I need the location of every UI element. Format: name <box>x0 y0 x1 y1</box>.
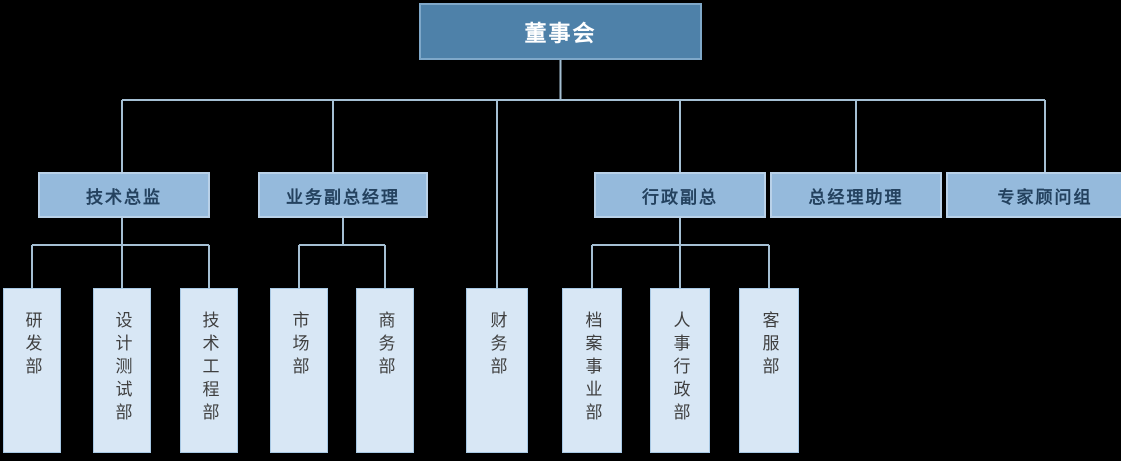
node-admin-deputy-label: 行政副总 <box>642 187 718 207</box>
node-gm-assistant: 总经理助理 <box>770 172 942 218</box>
node-rd-dept-label: 研发部 <box>22 311 42 380</box>
node-board-of-directors-label: 董事会 <box>524 20 597 46</box>
node-customer-service-dept-label: 客服部 <box>759 311 779 380</box>
node-hr-admin-dept: 人事行政部 <box>650 288 710 453</box>
node-board-of-directors: 董事会 <box>419 3 702 60</box>
node-hr-admin-dept-label: 人事行政部 <box>670 311 690 426</box>
node-marketing-dept-label: 市场部 <box>289 311 309 380</box>
node-rd-dept: 研发部 <box>3 288 61 453</box>
node-archives-dept: 档案事业部 <box>562 288 622 453</box>
node-design-test-dept-label: 设计测试部 <box>112 311 132 426</box>
node-commerce-dept-label: 商务部 <box>375 311 395 380</box>
node-finance-dept-label: 财务部 <box>487 311 507 380</box>
node-tech-director-label: 技术总监 <box>86 187 162 207</box>
node-business-deputy-gm-label: 业务副总经理 <box>286 187 400 207</box>
node-expert-advisors-label: 专家顾问组 <box>997 187 1093 207</box>
node-marketing-dept: 市场部 <box>270 288 328 453</box>
node-tech-director: 技术总监 <box>38 172 210 218</box>
node-tech-engineering-dept: 技术工程部 <box>180 288 238 453</box>
node-tech-engineering-dept-label: 技术工程部 <box>199 311 219 426</box>
node-design-test-dept: 设计测试部 <box>93 288 151 453</box>
node-gm-assistant-label: 总经理助理 <box>808 187 904 207</box>
node-customer-service-dept: 客服部 <box>739 288 799 453</box>
node-finance-dept: 财务部 <box>466 288 528 453</box>
node-archives-dept-label: 档案事业部 <box>582 311 602 426</box>
node-admin-deputy: 行政副总 <box>594 172 766 218</box>
node-expert-advisors: 专家顾问组 <box>946 172 1121 218</box>
node-business-deputy-gm: 业务副总经理 <box>258 172 428 218</box>
node-commerce-dept: 商务部 <box>356 288 414 453</box>
